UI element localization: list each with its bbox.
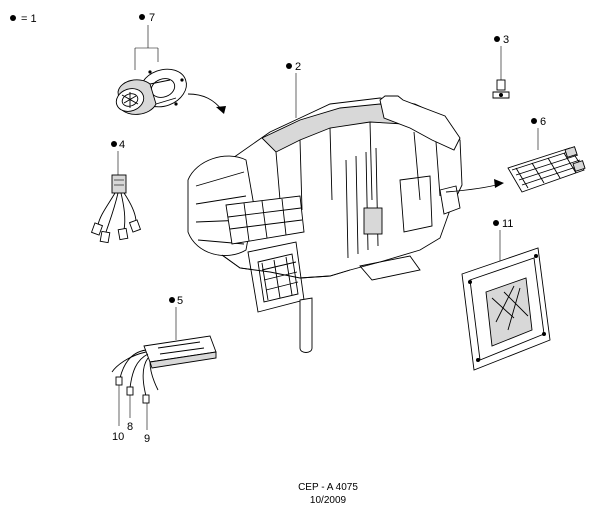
- part-5-control-module: 5 10 8 9: [111, 295, 217, 445]
- callout-4: 4: [119, 139, 125, 151]
- part-7-blower-motor: 7: [115, 12, 226, 115]
- part-2-hvac-housing: 2: [187, 61, 504, 353]
- part-11-cover-panel: 11: [461, 218, 551, 371]
- part-6-heater-core: 6: [507, 116, 586, 193]
- callout-11: 11: [502, 218, 513, 230]
- callout-9: 9: [144, 433, 150, 445]
- callout-6: 6: [540, 116, 546, 128]
- part-3-sensor: 3: [492, 34, 510, 99]
- callout-7: 7: [149, 12, 155, 24]
- drawing-reference: CEP - A 4075: [298, 482, 358, 493]
- callout-5: 5: [177, 295, 183, 307]
- part-4-wiring-harness: 4: [90, 139, 142, 244]
- legend-text: = 1: [21, 13, 37, 25]
- callout-8: 8: [127, 421, 133, 433]
- callout-3: 3: [503, 34, 509, 46]
- legend: = 1: [10, 13, 37, 25]
- callout-2: 2: [295, 61, 301, 73]
- callout-10: 10: [112, 431, 124, 443]
- drawing-date: 10/2009: [309, 495, 347, 506]
